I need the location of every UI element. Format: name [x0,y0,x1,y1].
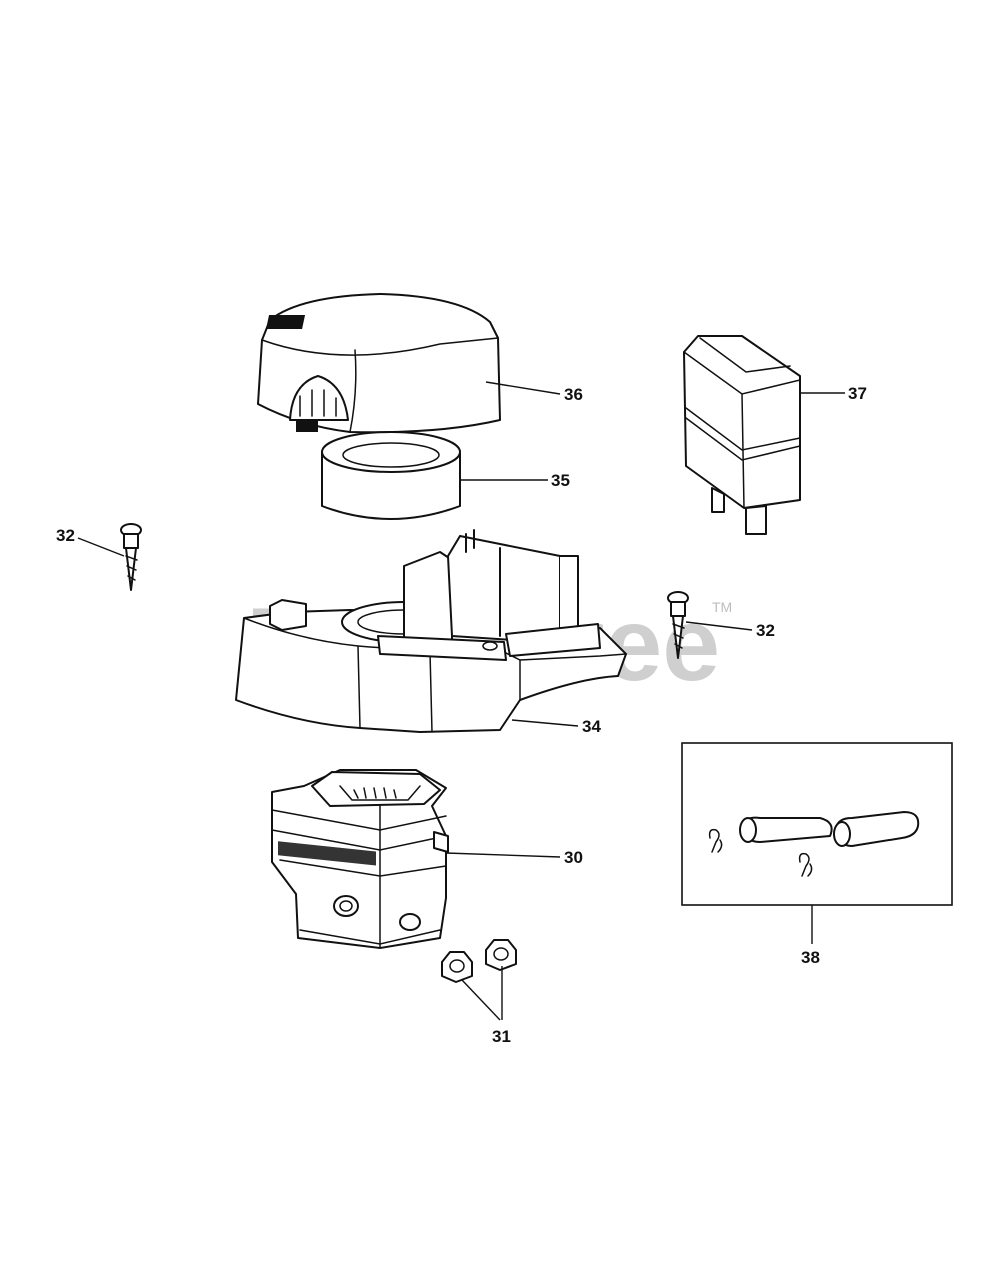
part-32-screw-left[interactable] [120,523,142,591]
callout-38: 38 [801,948,820,967]
callout-30: 30 [564,848,583,867]
callout-32-left: 32 [56,526,75,545]
part-30-adapter-body[interactable] [271,769,449,949]
part-32-screw-right[interactable] [667,591,689,659]
callout-35: 35 [551,471,570,490]
cover-latch-icon [296,420,318,432]
cover-badge-icon [266,315,306,329]
callout-31: 31 [492,1027,511,1046]
part-35-filter-element[interactable] [321,431,461,520]
part-31-nut-a[interactable] [441,951,473,983]
leader-lines [77,381,845,1021]
watermark-trademark: TM [712,599,732,615]
callout-32-right: 32 [756,621,775,640]
part-34-filter-base[interactable] [235,529,627,733]
part-38-hose-kit[interactable] [681,742,953,906]
callout-36: 36 [564,385,583,404]
callout-34: 34 [582,717,601,736]
part-31-nut-b[interactable] [485,939,517,971]
part-37-switch[interactable] [683,335,801,535]
callout-37: 37 [848,384,867,403]
part-36-air-filter-cover[interactable] [257,293,501,434]
